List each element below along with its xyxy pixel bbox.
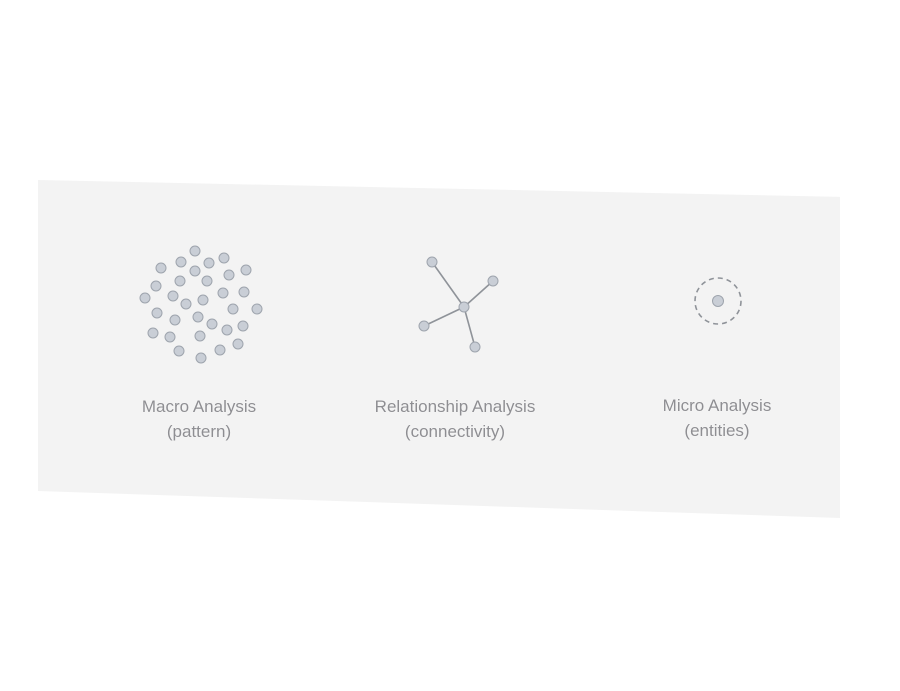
node — [147, 327, 159, 339]
node — [201, 275, 213, 287]
node — [151, 307, 163, 319]
node — [418, 320, 430, 332]
node — [189, 245, 201, 257]
micro-subtitle: (entities) — [684, 421, 750, 440]
node — [180, 298, 192, 310]
node — [232, 338, 244, 350]
node — [195, 352, 207, 364]
node — [164, 331, 176, 343]
node — [458, 301, 470, 313]
edge — [463, 306, 476, 348]
node — [218, 252, 230, 264]
macro-subtitle: (pattern) — [166, 422, 232, 441]
node — [167, 290, 179, 302]
node — [221, 324, 233, 336]
background-band — [38, 180, 840, 518]
node — [469, 341, 481, 353]
node — [150, 280, 162, 292]
node — [712, 295, 724, 307]
node — [206, 318, 218, 330]
relationship-subtitle: (connectivity) — [404, 422, 506, 441]
node — [240, 264, 252, 276]
node — [251, 303, 263, 315]
micro-analysis-label: Micro Analysis (entities) — [597, 393, 837, 443]
node — [237, 320, 249, 332]
node — [175, 256, 187, 268]
node — [189, 265, 201, 277]
node — [169, 314, 181, 326]
node — [426, 256, 438, 268]
edge — [431, 261, 465, 308]
node — [174, 275, 186, 287]
macro-title: Macro Analysis — [141, 397, 257, 416]
micro-title: Micro Analysis — [662, 396, 772, 415]
node — [214, 344, 226, 356]
node — [139, 292, 151, 304]
dashed-boundary — [694, 277, 742, 325]
node — [194, 330, 206, 342]
node — [197, 294, 209, 306]
edge — [423, 306, 465, 327]
node — [223, 269, 235, 281]
edge — [463, 280, 494, 308]
node — [217, 287, 229, 299]
node — [203, 257, 215, 269]
scattered-dots-icon — [139, 245, 263, 364]
relationship-title: Relationship Analysis — [374, 397, 536, 416]
relationship-analysis-label: Relationship Analysis (connectivity) — [335, 394, 575, 444]
macro-analysis-label: Macro Analysis (pattern) — [79, 394, 319, 444]
node — [227, 303, 239, 315]
single-entity-icon — [694, 277, 742, 325]
node — [155, 262, 167, 274]
network-star-icon — [418, 256, 499, 353]
node — [192, 311, 204, 323]
node — [173, 345, 185, 357]
node — [238, 286, 250, 298]
node — [487, 275, 499, 287]
